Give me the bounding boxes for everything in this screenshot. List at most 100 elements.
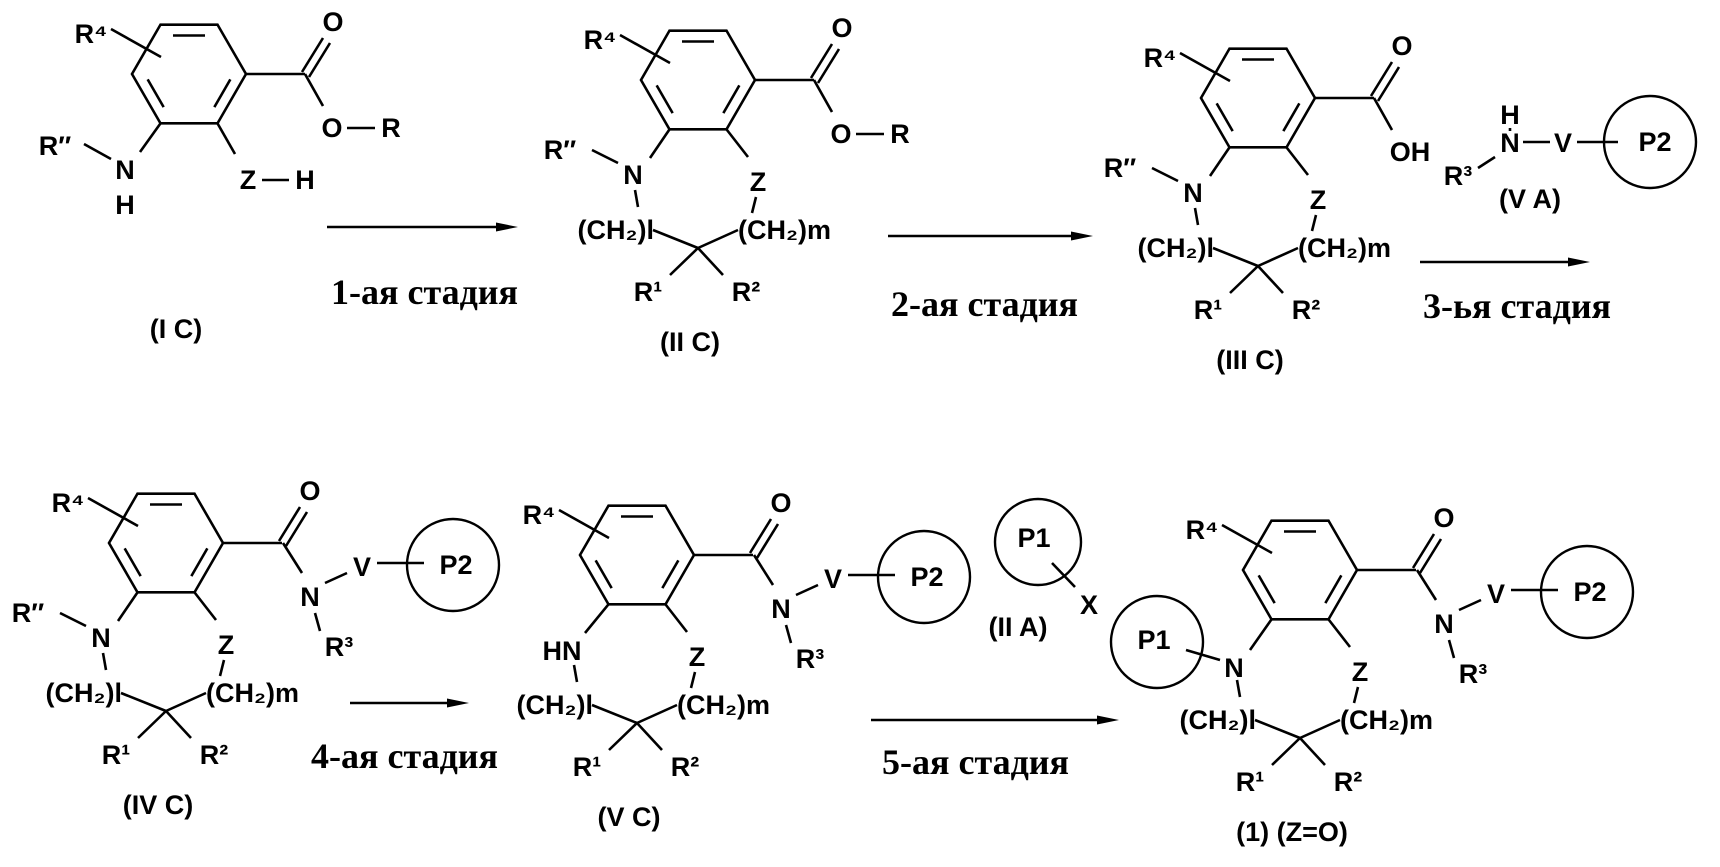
r4-bond xyxy=(1180,53,1230,81)
benzene-ring xyxy=(1243,521,1357,620)
ch2m-cq-bond xyxy=(1300,720,1340,738)
ch2-l-chain: (CH₂)l xyxy=(578,215,654,245)
r4-bond xyxy=(620,35,670,63)
arrowhead-icon xyxy=(496,223,518,232)
compound-label: (II C) xyxy=(660,327,720,357)
ring-nitrogen: N xyxy=(1183,178,1203,208)
r2-bond xyxy=(1300,738,1325,765)
compound-label: (I C) xyxy=(150,314,202,344)
ch2m-cq-bond xyxy=(698,230,738,248)
amine-hydrogen: H xyxy=(115,190,135,220)
benzene-ring xyxy=(132,25,246,124)
r4-bond xyxy=(1222,525,1272,553)
rpp-bond xyxy=(60,613,86,626)
carbonyl-oxygen: O xyxy=(1433,503,1454,533)
r2-substituent: R² xyxy=(732,277,761,307)
secondary-amine: HN xyxy=(543,636,582,666)
ch2l-cq-bond xyxy=(121,693,166,711)
reaction-arrow-step-3: 3-ья стадия xyxy=(1420,258,1611,327)
reaction-arrow-step-5: 5-ая стадия xyxy=(871,716,1119,783)
ch2m-cq-bond xyxy=(166,693,206,711)
z-hydrogen: H xyxy=(295,165,315,195)
n-bond xyxy=(140,123,161,152)
r1-substituent: R¹ xyxy=(1194,295,1223,325)
z-ch2m-bond xyxy=(691,672,695,688)
compound-label: (V A) xyxy=(1499,184,1561,214)
c-n-bond xyxy=(1417,570,1436,600)
rpp-bond xyxy=(592,150,618,163)
compound-label: (V C) xyxy=(598,802,661,832)
p1-group: P1 xyxy=(1137,625,1170,655)
z-ch2m-bond xyxy=(1312,215,1316,231)
r1-substituent: R¹ xyxy=(102,740,131,770)
r4-substituent: R⁴ xyxy=(75,19,108,49)
ch2-m-chain: (CH₂)m xyxy=(206,678,299,708)
r2-substituent: R² xyxy=(671,752,700,782)
ch2l-cq-bond xyxy=(592,705,637,723)
ring-nitrogen: N xyxy=(91,623,111,653)
reaction-arrow-step-1: 1-ая стадия xyxy=(327,223,518,313)
p2-group: P2 xyxy=(1638,127,1671,157)
compound-IIIC: R⁴NR″Z(CH₂)l(CH₂)mR¹R²OOH(III C) xyxy=(1104,31,1430,375)
ester-bond xyxy=(305,74,323,106)
arrowhead-icon xyxy=(1568,258,1590,267)
compound-label: (II A) xyxy=(989,612,1048,642)
n-r3-bond xyxy=(1449,640,1454,658)
r2-bond xyxy=(1258,266,1283,293)
c-n-bond xyxy=(283,543,302,573)
rpp-bond xyxy=(84,144,111,159)
z-bond xyxy=(195,592,217,620)
amine-nitrogen: N xyxy=(115,155,135,185)
r1-bond xyxy=(138,711,166,738)
c-o-double-bond xyxy=(1371,62,1392,96)
amine-nitrogen: N xyxy=(1500,128,1520,158)
n-v-bond xyxy=(1459,600,1481,610)
n-r3-bond xyxy=(786,625,791,643)
arrowhead-icon xyxy=(1097,716,1119,725)
r4-substituent: R⁴ xyxy=(584,25,617,55)
r2-substituent: R² xyxy=(1292,295,1321,325)
z-ch2m-bond xyxy=(752,197,756,213)
z-bond xyxy=(218,123,236,154)
p2-group: P2 xyxy=(1573,577,1606,607)
ch2l-cq-bond xyxy=(653,230,698,248)
z-ch2m-bond xyxy=(1354,687,1358,703)
n-bond xyxy=(650,129,670,158)
v-linker: V xyxy=(824,564,842,594)
n-bond xyxy=(585,604,609,633)
ch2-m-chain: (CH₂)m xyxy=(1298,233,1391,263)
n-bond xyxy=(118,592,138,621)
amide-nitrogen: N xyxy=(1434,609,1454,639)
r1-bond xyxy=(670,248,698,275)
c-o-double-bond xyxy=(757,524,778,558)
v-linker: V xyxy=(353,552,371,582)
ch2-m-chain: (CH₂)m xyxy=(677,690,770,720)
ester-oxygen: O xyxy=(321,113,342,143)
c-o-double-bond xyxy=(750,519,771,553)
carbonyl-oxygen: O xyxy=(770,488,791,518)
compound-VA: HNVP2R³(V A) xyxy=(1444,96,1696,214)
z-bond xyxy=(727,129,749,157)
c-o-double-bond xyxy=(1378,67,1399,101)
compound-product: R⁴NP1Z(CH₂)l(CH₂)mR¹R²ONVP2R³(1) (Z=O) xyxy=(1111,503,1633,847)
benzene-ring xyxy=(580,506,694,605)
ester-bond xyxy=(814,80,832,112)
carbonyl-oxygen: O xyxy=(831,13,852,43)
rpp-bond xyxy=(1152,168,1178,181)
r2-substituent: R² xyxy=(200,740,229,770)
c-o-double-bond xyxy=(286,512,307,546)
step-label: 3-ья стадия xyxy=(1423,286,1611,326)
z-atom: Z xyxy=(218,630,235,660)
carbonyl-oxygen: O xyxy=(322,7,343,37)
r2-bond xyxy=(637,723,662,750)
ester-r-group: R xyxy=(890,119,910,149)
compound-label: (III C) xyxy=(1216,345,1284,375)
step-label: 1-ая стадия xyxy=(331,272,518,312)
c-o-double-bond xyxy=(818,49,839,83)
n-r3-bond xyxy=(1478,157,1495,168)
ch2-m-chain: (CH₂)m xyxy=(738,215,831,245)
r2-bond xyxy=(698,248,723,275)
benzene-ring xyxy=(1201,49,1315,148)
r1-bond xyxy=(1230,266,1258,293)
